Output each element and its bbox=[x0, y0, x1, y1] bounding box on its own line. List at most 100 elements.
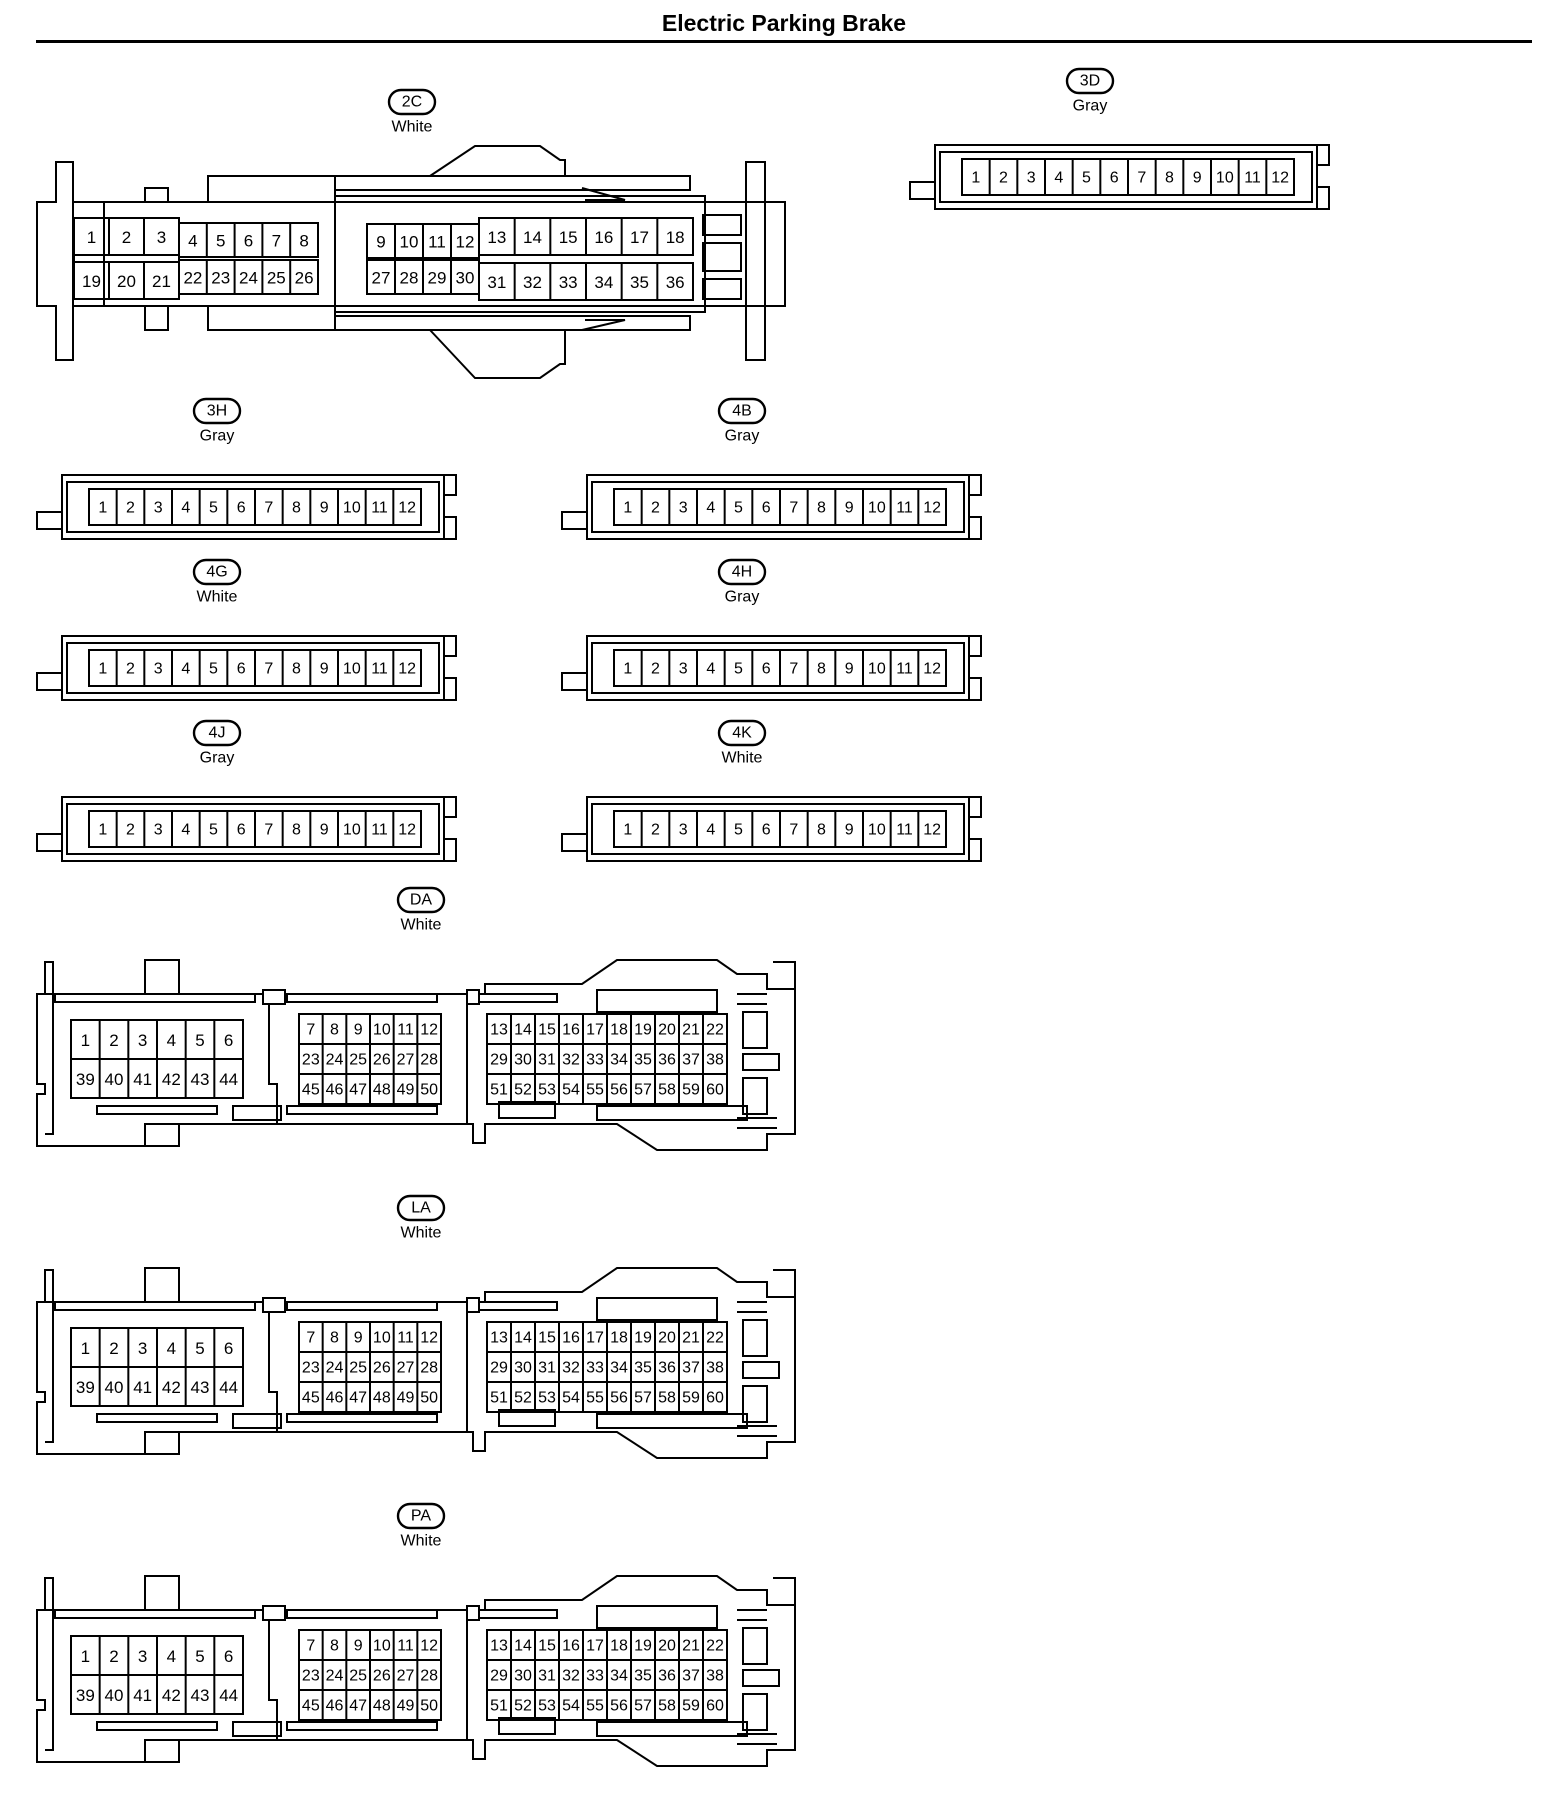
pin-label: 51 bbox=[490, 1082, 508, 1099]
left-edge bbox=[44, 961, 54, 1135]
pin-label: 5 bbox=[209, 822, 218, 839]
pin-label: 15 bbox=[538, 1330, 556, 1347]
pin-label: 15 bbox=[538, 1022, 556, 1039]
clip-lines bbox=[737, 1425, 777, 1437]
right-tab bbox=[969, 474, 982, 496]
connector-color: White bbox=[401, 1225, 442, 1242]
pin-label: 28 bbox=[420, 1668, 438, 1685]
pin-row-outline bbox=[178, 222, 319, 258]
pin-label: 3 bbox=[679, 661, 688, 678]
pin-label: 23 bbox=[302, 1052, 320, 1069]
pin-label: 13 bbox=[490, 1330, 508, 1347]
housing bbox=[36, 1267, 796, 1459]
pin-label: 60 bbox=[706, 1082, 724, 1099]
clip-lines bbox=[737, 1609, 767, 1621]
pin-label: 44 bbox=[219, 1070, 238, 1089]
connector-id-badge bbox=[717, 558, 767, 586]
pin-label: 5 bbox=[1082, 170, 1091, 187]
left-tab bbox=[36, 672, 62, 691]
notch bbox=[262, 1297, 286, 1313]
pin-label: 19 bbox=[82, 272, 101, 291]
connector-color: White bbox=[197, 589, 238, 606]
pin-label: 33 bbox=[586, 1052, 604, 1069]
pin-label: 11 bbox=[397, 1330, 414, 1347]
inner-border bbox=[591, 803, 965, 855]
connector-id-badge bbox=[1065, 67, 1115, 95]
pin-label: 1 bbox=[971, 170, 980, 187]
rail bbox=[596, 1297, 718, 1321]
pin-label: 12 bbox=[398, 661, 416, 678]
pin-label: 25 bbox=[349, 1668, 367, 1685]
pin-label: 22 bbox=[183, 269, 202, 288]
pin-label: 6 bbox=[224, 1647, 233, 1666]
pin-label: 5 bbox=[734, 500, 743, 517]
pin-label: 45 bbox=[302, 1390, 320, 1407]
pin-label: 9 bbox=[354, 1638, 363, 1655]
pin-label: 1 bbox=[98, 822, 107, 839]
pin-label: 18 bbox=[666, 228, 685, 247]
pin-label: 10 bbox=[343, 661, 361, 678]
rail bbox=[286, 1105, 438, 1115]
pin-label: 41 bbox=[133, 1070, 152, 1089]
pin-label: 47 bbox=[349, 1390, 367, 1407]
pin-label: 52 bbox=[514, 1082, 532, 1099]
pin-label: 3 bbox=[1027, 170, 1036, 187]
pin-label: 5 bbox=[216, 232, 225, 251]
pin-label: 23 bbox=[302, 1668, 320, 1685]
pin-label: 30 bbox=[456, 269, 475, 288]
rail bbox=[498, 1101, 556, 1119]
connector-id: 4B bbox=[732, 403, 752, 420]
notch bbox=[466, 989, 480, 1005]
pin-label: 40 bbox=[105, 1070, 124, 1089]
pin-label: 5 bbox=[195, 1031, 204, 1050]
pin-label: 23 bbox=[302, 1360, 320, 1377]
pin-label: 35 bbox=[634, 1668, 652, 1685]
pin-label: 52 bbox=[514, 1390, 532, 1407]
pin-label: 18 bbox=[610, 1022, 628, 1039]
pin-row-outline bbox=[178, 259, 319, 295]
connector-body bbox=[586, 474, 970, 540]
latch-top bbox=[429, 145, 566, 177]
pin-label: 55 bbox=[586, 1698, 604, 1715]
pin-label: 21 bbox=[682, 1022, 700, 1039]
rail bbox=[286, 993, 438, 1003]
right-tab bbox=[444, 838, 457, 862]
connector-color: White bbox=[722, 750, 763, 767]
pin-label: 11 bbox=[397, 1638, 414, 1655]
pin-label: 11 bbox=[371, 500, 388, 517]
pin-label: 9 bbox=[845, 500, 854, 517]
pin-label: 6 bbox=[224, 1339, 233, 1358]
connector-id: 4J bbox=[209, 725, 226, 742]
pin-label: 35 bbox=[634, 1052, 652, 1069]
cavity bbox=[334, 195, 706, 313]
pin-label: 2 bbox=[109, 1339, 118, 1358]
pin-label: 8 bbox=[292, 822, 301, 839]
pin-label: 33 bbox=[559, 273, 578, 292]
left-tab bbox=[36, 833, 62, 852]
pin-label: 7 bbox=[1137, 170, 1146, 187]
pin-label: 36 bbox=[658, 1052, 676, 1069]
pin-label: 53 bbox=[538, 1390, 556, 1407]
rail bbox=[96, 1721, 218, 1731]
pin-label: 12 bbox=[923, 661, 941, 678]
housing bbox=[36, 1575, 796, 1767]
pin-label: 54 bbox=[562, 1082, 580, 1099]
side-window bbox=[702, 214, 742, 236]
pin-label: 6 bbox=[224, 1031, 233, 1050]
connector-id: 2C bbox=[402, 94, 422, 111]
side-window bbox=[742, 1319, 768, 1357]
pin-label: 58 bbox=[658, 1082, 676, 1099]
rail bbox=[476, 1301, 558, 1311]
triangle-top bbox=[581, 187, 626, 201]
connector-id-badge bbox=[717, 719, 767, 747]
pin-label: 11 bbox=[428, 233, 446, 252]
pin-label: 26 bbox=[295, 269, 314, 288]
right-tab bbox=[969, 516, 982, 540]
connector-color: Gray bbox=[200, 428, 235, 445]
top-tab bbox=[144, 959, 180, 994]
connector-id: DA bbox=[410, 892, 433, 909]
